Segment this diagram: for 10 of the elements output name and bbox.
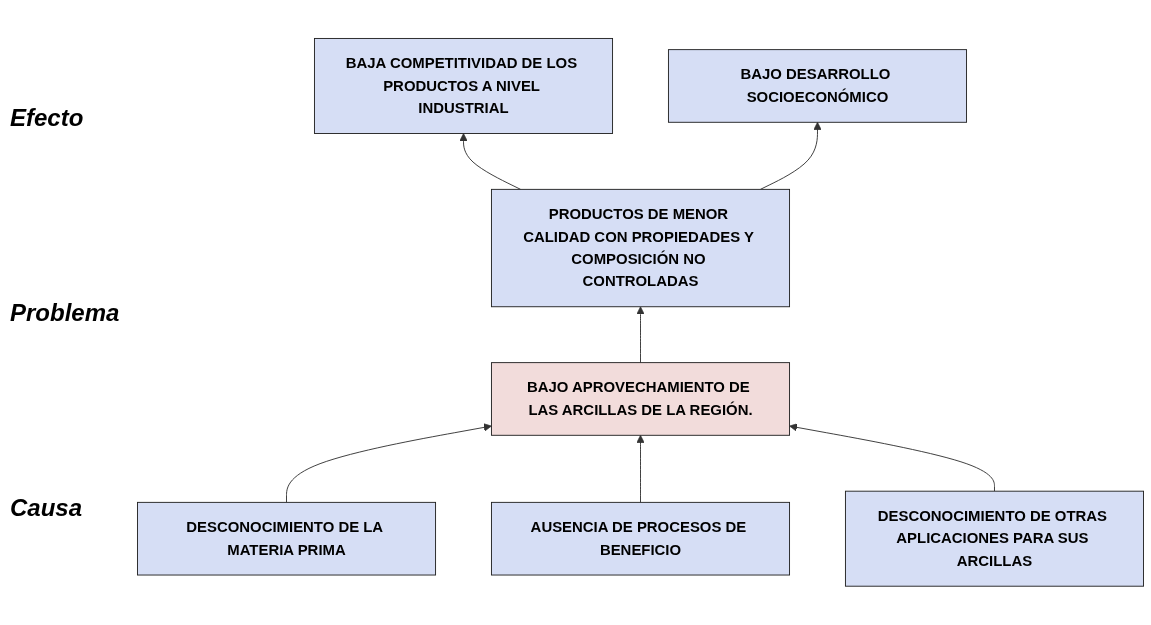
node-box: AUSENCIA DE PROCESOS DE BENEFICIO xyxy=(491,502,790,576)
row-label: Efecto xyxy=(10,103,85,132)
node-box: DESCONOCIMIENTO DE OTRAS APLICACIONES PARA SUS ARCILLAS xyxy=(844,490,1144,587)
node-box: BAJO DESARROLLO SOCIOECONÓMICO xyxy=(668,49,967,123)
row-label: Causa xyxy=(10,493,84,522)
node-box: BAJO APROVECHAMIENTO DE LAS ARCILLAS DE LA REGIÓN. xyxy=(491,362,790,436)
row-label: Problema xyxy=(10,298,121,327)
node-box: PRODUCTOS DE MENOR CALIDAD CON PROPIEDADES Y COMPOSICIÓN NO CONTROLADAS xyxy=(491,189,790,308)
node-box: DESCONOCIMIENTO DE LA MATERIA PRIMA xyxy=(137,502,437,576)
node-box: BAJA COMPETITIVIDAD DE LOS PRODUCTOS A NIVEL INDUSTRIAL xyxy=(314,38,613,135)
